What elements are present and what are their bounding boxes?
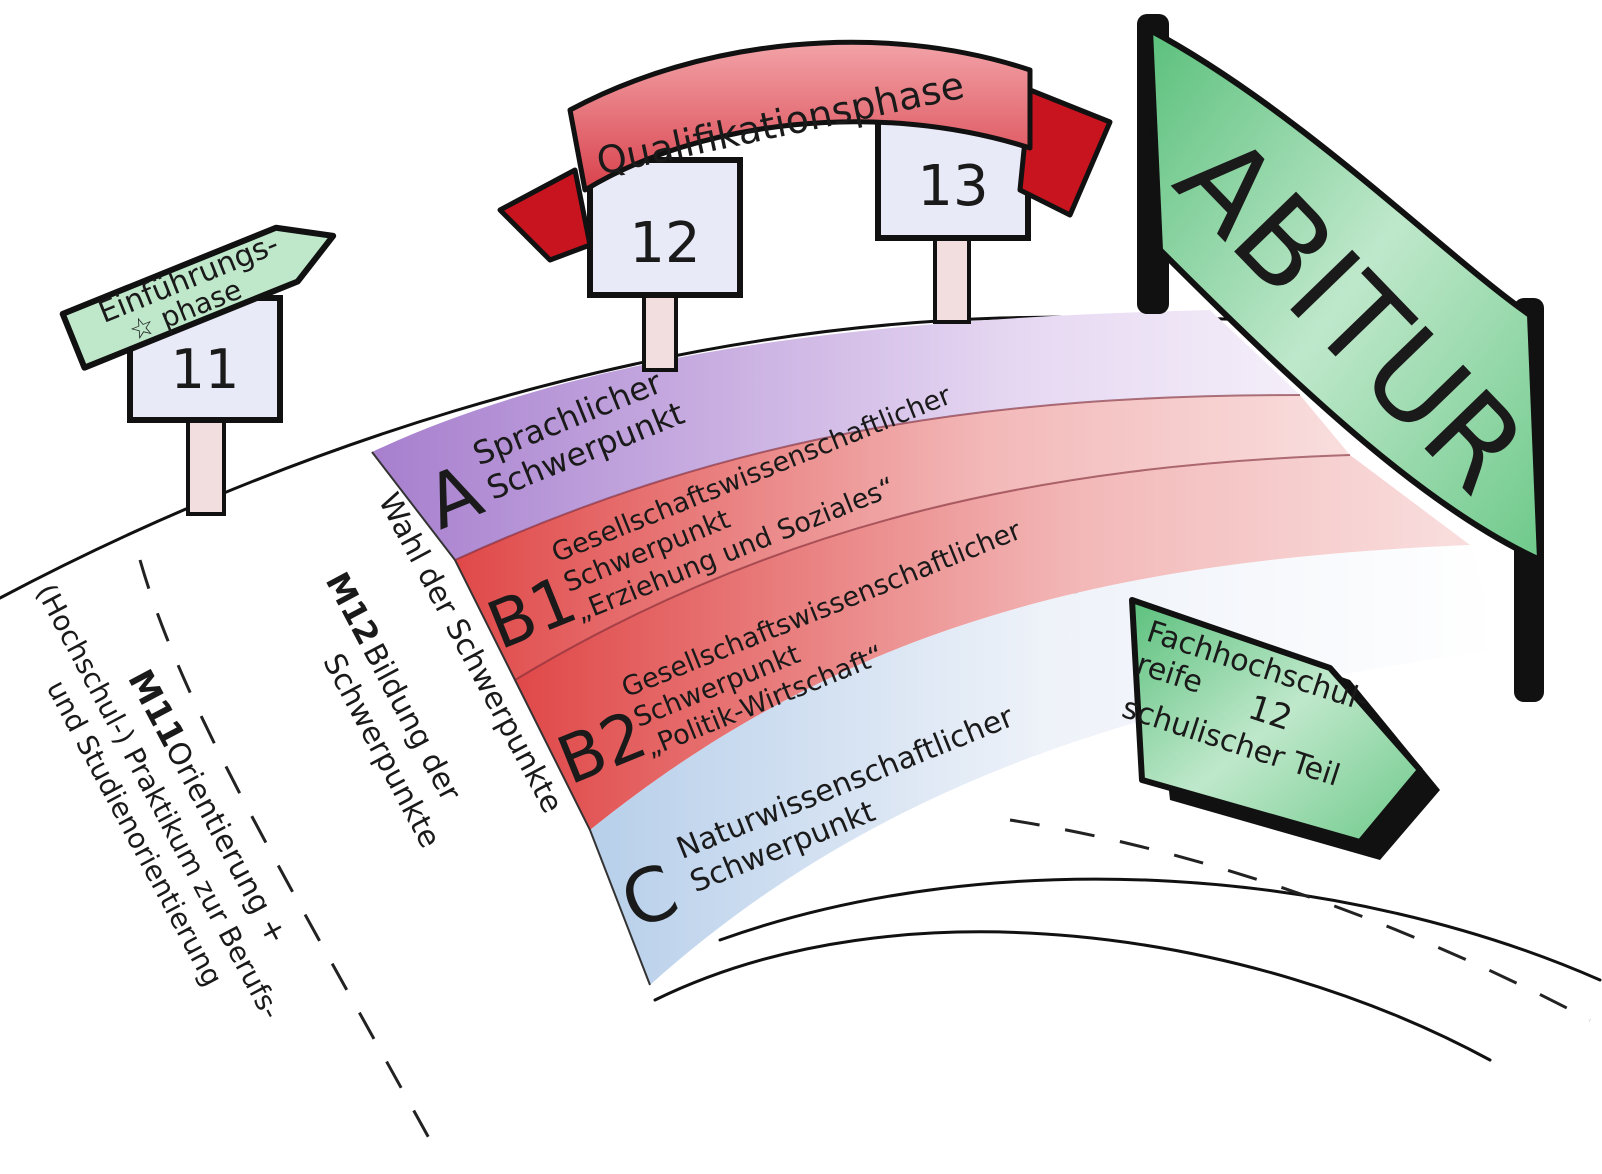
- grade-11-label: 11: [171, 338, 240, 401]
- grade-13-sign: 13: [875, 109, 1031, 324]
- grade-13-label: 13: [917, 154, 988, 219]
- grade-12-sign: 12: [587, 157, 743, 372]
- grade-12-label: 12: [629, 211, 700, 276]
- lane-b1: [455, 395, 1350, 680]
- lane-b2: [515, 455, 1470, 830]
